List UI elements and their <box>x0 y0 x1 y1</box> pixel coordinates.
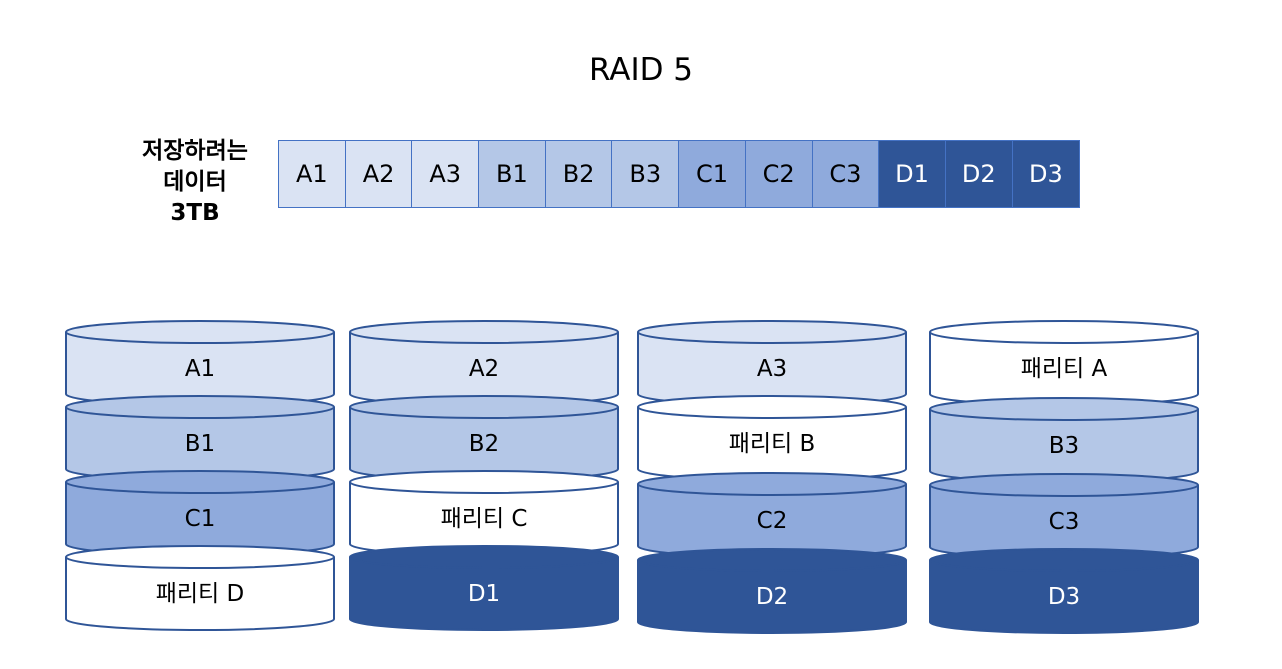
disk-layer: D1 <box>349 545 619 631</box>
data-block: D3 <box>1012 141 1080 207</box>
disk-layer-label: B3 <box>1049 433 1079 459</box>
disk-layer-top <box>929 473 1199 497</box>
disk-layer-label: B2 <box>469 431 499 457</box>
disk-layer: A1 <box>65 320 335 406</box>
source-data-label-line-2: 데이터 <box>163 169 227 195</box>
disk-layer-top <box>65 320 335 344</box>
disk-layer: D3 <box>929 548 1199 634</box>
disk-layer: C1 <box>65 470 335 556</box>
disk-layer-top <box>929 320 1199 344</box>
disk-layer-top <box>349 320 619 344</box>
data-block: A3 <box>412 141 480 207</box>
disk-layer-body <box>65 557 335 631</box>
disk-layer: D2 <box>637 548 907 634</box>
data-block: D2 <box>945 141 1013 207</box>
disk-layer-label: A1 <box>185 356 215 382</box>
disk-layer-label: A2 <box>469 356 499 382</box>
data-block: B1 <box>479 141 546 207</box>
disk-layer-label: 패리티 B <box>729 431 816 457</box>
disk-layer-body <box>929 560 1199 634</box>
source-data-label: 저장하려는 데이터 3TB <box>120 136 270 229</box>
disk-layer: C2 <box>637 472 907 558</box>
data-block: C2 <box>745 141 813 207</box>
disk-layer: 패리티 D <box>65 545 335 631</box>
disk-layer-top <box>637 395 907 419</box>
source-data-label-line-1: 저장하려는 <box>142 138 248 164</box>
data-block-strip: A1 A2 A3 B1 B2 B3 C1 C2 C3 D1 D2 D3 <box>277 140 1081 208</box>
disk-layer-label: 패리티 D <box>156 581 245 607</box>
disk-layer: B2 <box>349 395 619 481</box>
disk-layer-top <box>65 470 335 494</box>
disk-layer-top <box>349 470 619 494</box>
disk-layer-body <box>637 560 907 634</box>
disk-layer-top <box>929 397 1199 421</box>
data-block: A1 <box>279 141 346 207</box>
disk-layer-label: 패리티 C <box>441 506 528 532</box>
diagram-title: RAID 5 <box>588 52 694 88</box>
disk-layer-body <box>349 557 619 631</box>
disk-layer-label: B1 <box>185 431 215 457</box>
disk-layer-label: D2 <box>756 584 788 610</box>
data-block: B2 <box>545 141 613 207</box>
disk-layer-top <box>637 548 907 572</box>
disk-layer-label: C1 <box>185 506 216 532</box>
disk-layer: B3 <box>929 397 1199 483</box>
disk-layer: 패리티 A <box>929 320 1199 406</box>
disk-layer-label: C3 <box>1049 509 1080 535</box>
disk-layer: 패리티 B <box>637 395 907 481</box>
data-block: B3 <box>612 141 680 207</box>
disk-layer-top <box>349 395 619 419</box>
source-data-label-line-3: 3TB <box>170 200 220 226</box>
disk-layer-top <box>929 548 1199 572</box>
data-block: C1 <box>679 141 746 207</box>
disk-layer-label: 패리티 A <box>1021 356 1108 382</box>
disk-layer-top <box>637 320 907 344</box>
disk-layer-top <box>65 395 335 419</box>
disk-layer: C3 <box>929 473 1199 559</box>
disk-layer-label: D1 <box>468 581 500 607</box>
disk-layer: B1 <box>65 395 335 481</box>
disk-layer-top <box>349 545 619 569</box>
data-block: D1 <box>879 141 946 207</box>
disk-layer-label: C2 <box>757 508 788 534</box>
disk-layer: A3 <box>637 320 907 406</box>
disk-layer: 패리티 C <box>349 470 619 556</box>
data-block: C3 <box>812 141 880 207</box>
disk-layer-top <box>637 472 907 496</box>
disk-layer-top <box>65 545 335 569</box>
disk-layer: A2 <box>349 320 619 406</box>
data-block: A2 <box>345 141 413 207</box>
disk-layer-label: A3 <box>757 356 787 382</box>
disk-layer-label: D3 <box>1048 584 1080 610</box>
